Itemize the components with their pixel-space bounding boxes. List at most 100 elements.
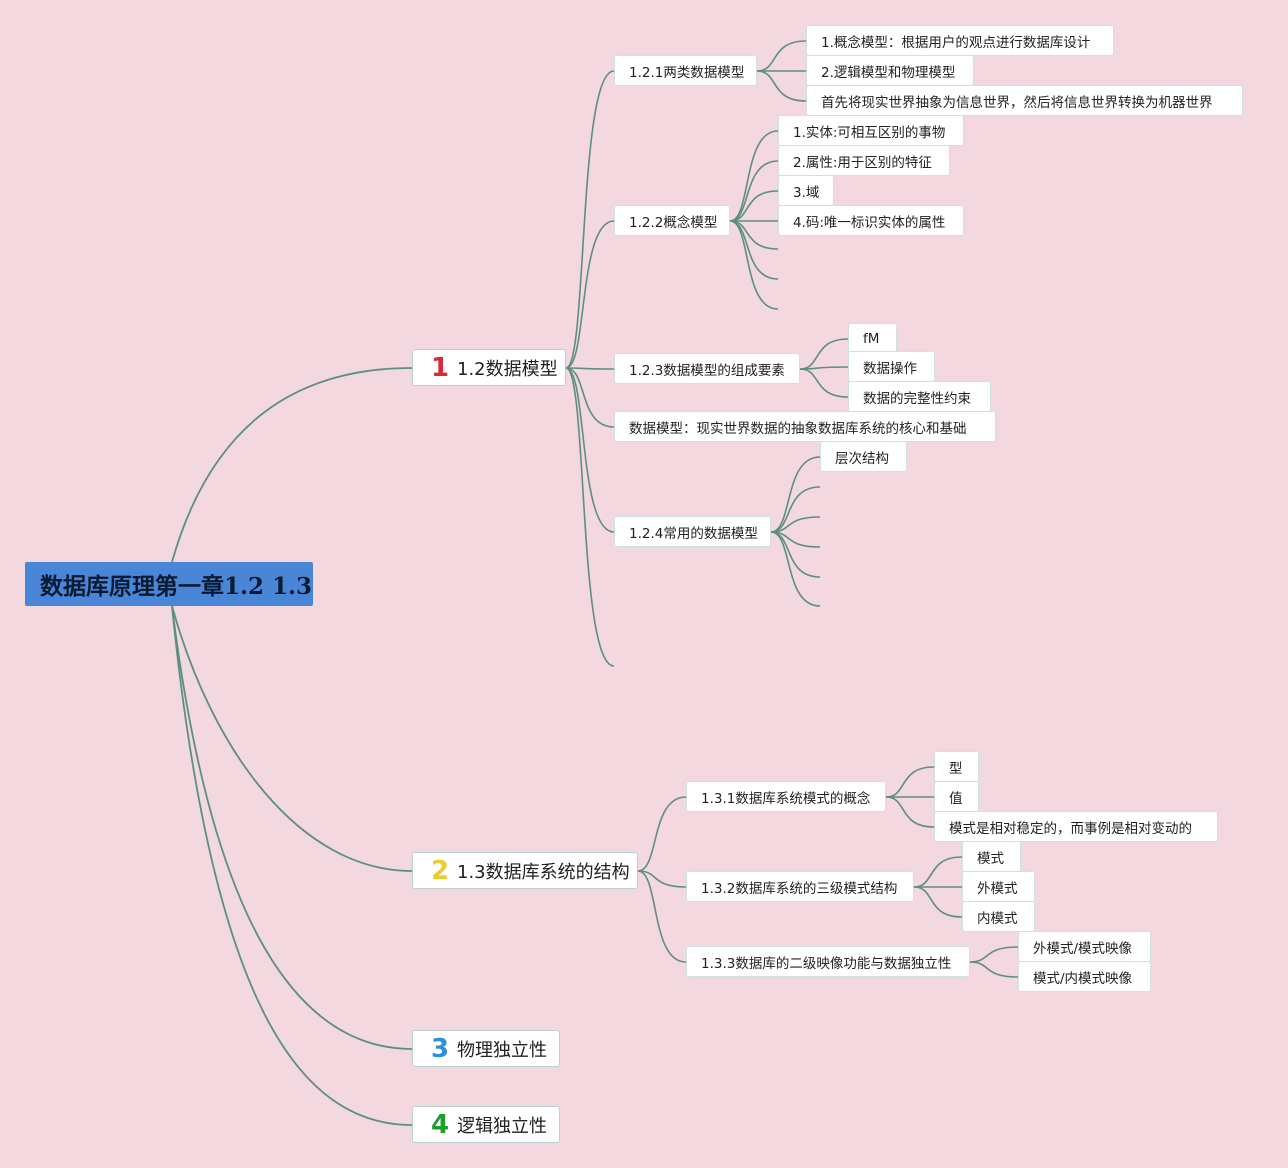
root-connector-line <box>171 605 413 872</box>
leaf-label: 首先将现实世界抽象为信息世界，然后将信息世界转换为机器世界 <box>821 94 1213 111</box>
subtopic-connector <box>799 338 849 370</box>
subtopic-connector <box>770 531 821 607</box>
leaf-label: 值 <box>949 790 963 807</box>
branch-1-topic[interactable]: 1 1.2数据模型 <box>412 349 566 386</box>
topic-1-3-3[interactable]: 1.3.3数据库的二级映像功能与数据独立性 <box>686 946 970 977</box>
subtopic-connector <box>799 368 849 398</box>
leaf-label: 模式 <box>977 850 1004 867</box>
topic-1-3-2-label: 1.3.2数据库系统的三级模式结构 <box>701 880 898 897</box>
subtopic-connector <box>913 856 963 888</box>
leaf-label: 2.逻辑模型和物理模型 <box>821 64 956 81</box>
topic-1-2-3-label: 1.2.3数据模型的组成要素 <box>629 362 785 379</box>
branch-1-connector <box>565 367 615 667</box>
topic-data-model-definition-label: 数据模型：现实世界数据的抽象数据库系统的核心和基础 <box>629 420 967 437</box>
leaf-1-3-2-b[interactable]: 外模式 <box>962 871 1035 902</box>
leaf-1-2-1-a[interactable]: 1.概念模型：根据用户的观点进行数据库设计 <box>806 25 1114 56</box>
subtopic-connector <box>969 961 1019 978</box>
leaf-label: 3.域 <box>793 184 820 201</box>
leaf-label: fM <box>863 330 880 347</box>
branch-1-connector <box>565 367 615 370</box>
topic-1-2-1-label: 1.2.1两类数据模型 <box>629 64 745 81</box>
subtopic-connector <box>770 531 821 578</box>
leaf-label: 数据的完整性约束 <box>863 390 971 407</box>
root-topic[interactable]: 数据库原理第一章1.2 1.3 <box>25 562 313 606</box>
leaf-label: 1.实体:可相互区别的事物 <box>793 124 946 141</box>
topic-1-2-1[interactable]: 1.2.1两类数据模型 <box>614 55 757 86</box>
subtopic-connector <box>770 486 821 533</box>
branch-2-connector <box>637 870 687 888</box>
branch-3-topic[interactable]: 3 物理独立性 <box>412 1030 560 1067</box>
leaf-1-3-2-c[interactable]: 内模式 <box>962 901 1035 932</box>
branch-2-topic[interactable]: 2 1.3数据库系统的结构 <box>412 852 638 889</box>
leaf-1-3-2-a[interactable]: 模式 <box>962 841 1021 872</box>
leaf-label: 型 <box>949 760 963 777</box>
branch-1-connector <box>565 367 615 428</box>
root-connector-line <box>171 605 413 1050</box>
topic-1-2-3[interactable]: 1.2.3数据模型的组成要素 <box>614 353 800 384</box>
subtopic-connector <box>729 160 779 222</box>
leaf-label: 数据操作 <box>863 360 917 377</box>
leaf-label: 外模式 <box>977 880 1018 897</box>
topic-1-2-4-label: 1.2.4常用的数据模型 <box>629 525 758 542</box>
number-3-icon: 3 <box>431 1033 450 1064</box>
root-connector-line <box>171 605 413 1126</box>
branch-2-connector <box>637 870 687 963</box>
topic-1-3-1[interactable]: 1.3.1数据库系统模式的概念 <box>686 781 886 812</box>
leaf-label: 模式/内模式映像 <box>1033 970 1133 987</box>
subtopic-connector <box>756 70 807 102</box>
leaf-label: 外模式/模式映像 <box>1033 940 1133 957</box>
leaf-label: 模式是相对稳定的，而事例是相对变动的 <box>949 820 1192 837</box>
subtopic-connector <box>913 886 963 918</box>
number-2-icon: 2 <box>431 855 450 886</box>
leaf-1-2-2-b[interactable]: 2.属性:用于区别的特征 <box>778 145 950 176</box>
topic-1-2-2[interactable]: 1.2.2概念模型 <box>614 205 730 236</box>
topic-1-2-4[interactable]: 1.2.4常用的数据模型 <box>614 516 771 547</box>
leaf-1-2-3-c[interactable]: 数据的完整性约束 <box>848 381 991 412</box>
leaf-1-3-1-a[interactable]: 型 <box>934 751 979 782</box>
leaf-label: 4.码:唯一标识实体的属性 <box>793 214 946 231</box>
branch-1-label: 1.2数据模型 <box>457 358 558 380</box>
root-connector-line <box>171 367 413 563</box>
branch-1-connector <box>565 220 615 369</box>
subtopic-connector <box>885 766 935 798</box>
leaf-1-2-4-a[interactable]: 层次结构 <box>820 441 907 472</box>
branch-2-label: 1.3数据库系统的结构 <box>457 861 630 883</box>
leaf-1-3-1-c[interactable]: 模式是相对稳定的，而事例是相对变动的 <box>934 811 1218 842</box>
subtopic-connector <box>729 220 779 310</box>
leaf-label: 层次结构 <box>835 450 889 467</box>
leaf-1-2-2-a[interactable]: 1.实体:可相互区别的事物 <box>778 115 964 146</box>
number-1-icon: 1 <box>431 352 450 383</box>
topic-1-3-2[interactable]: 1.3.2数据库系统的三级模式结构 <box>686 871 914 902</box>
topic-data-model-definition[interactable]: 数据模型：现实世界数据的抽象数据库系统的核心和基础 <box>614 411 996 442</box>
subtopic-connector <box>969 946 1019 963</box>
leaf-1-2-1-b[interactable]: 2.逻辑模型和物理模型 <box>806 55 974 86</box>
topic-1-3-1-label: 1.3.1数据库系统模式的概念 <box>701 790 871 807</box>
branch-2-connector <box>637 796 687 872</box>
leaf-1-2-3-b[interactable]: 数据操作 <box>848 351 935 382</box>
leaf-1-3-3-a[interactable]: 外模式/模式映像 <box>1018 931 1151 962</box>
subtopic-connector <box>885 796 935 828</box>
leaf-1-2-2-c[interactable]: 3.域 <box>778 175 834 206</box>
topic-1-2-2-label: 1.2.2概念模型 <box>629 214 718 231</box>
branch-1-connector <box>565 367 615 533</box>
leaf-label: 内模式 <box>977 910 1018 927</box>
branch-4-topic[interactable]: 4 逻辑独立性 <box>412 1106 560 1143</box>
leaf-1-2-2-d[interactable]: 4.码:唯一标识实体的属性 <box>778 205 964 236</box>
subtopic-connector <box>729 130 779 222</box>
branch-4-label: 逻辑独立性 <box>457 1115 547 1137</box>
branch-3-label: 物理独立性 <box>457 1039 547 1061</box>
root-topic-label: 数据库原理第一章1.2 1.3 <box>40 573 313 600</box>
branch-1-connector <box>565 70 615 369</box>
subtopic-connector <box>756 40 807 72</box>
leaf-1-3-1-b[interactable]: 值 <box>934 781 979 812</box>
subtopic-connector <box>729 190 779 222</box>
subtopic-connector <box>729 220 779 280</box>
leaf-1-2-3-a[interactable]: fM <box>848 323 897 354</box>
subtopic-connector <box>770 456 821 533</box>
leaf-1-2-1-c[interactable]: 首先将现实世界抽象为信息世界，然后将信息世界转换为机器世界 <box>806 85 1243 116</box>
topic-1-3-3-label: 1.3.3数据库的二级映像功能与数据独立性 <box>701 955 952 972</box>
leaf-label: 1.概念模型：根据用户的观点进行数据库设计 <box>821 34 1091 51</box>
leaf-1-3-3-b[interactable]: 模式/内模式映像 <box>1018 961 1151 992</box>
